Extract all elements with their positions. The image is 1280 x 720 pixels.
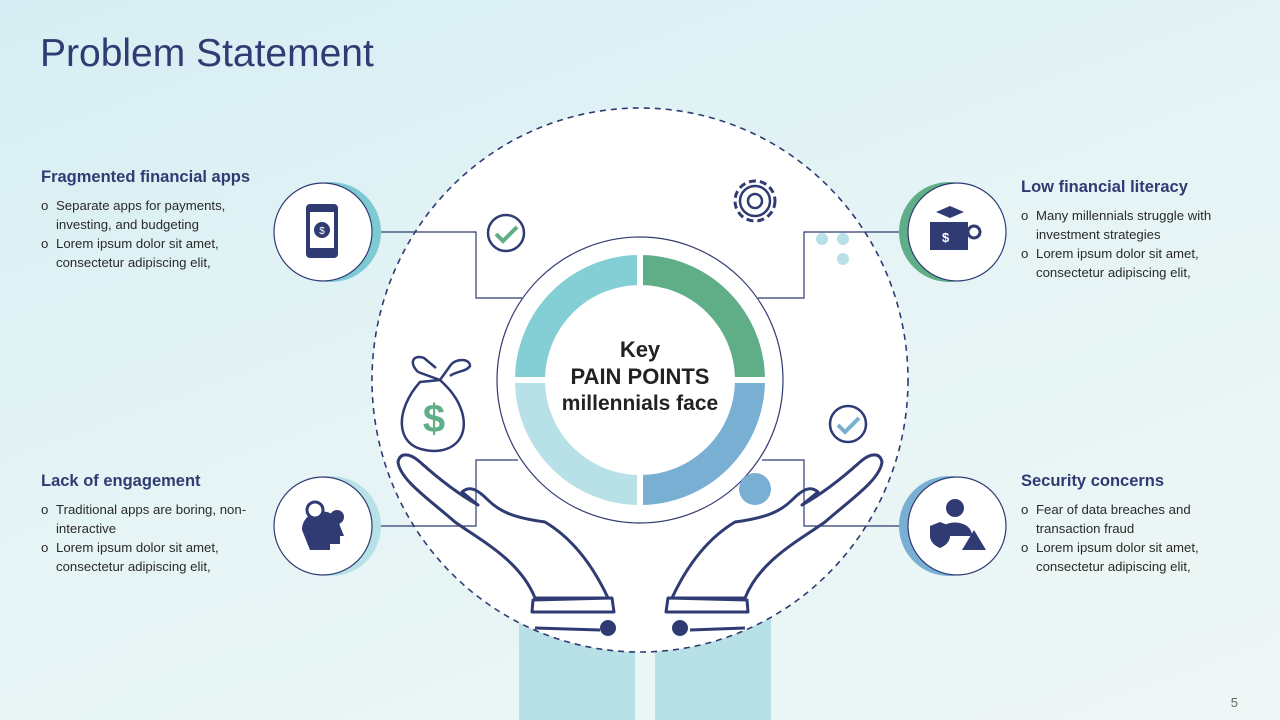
point-heading: Fragmented financial apps xyxy=(41,168,251,186)
bullet: Lorem ipsum dolor sit amet, consectetur … xyxy=(41,538,276,576)
center-label: Key PAIN POINTS millennials face xyxy=(540,336,740,417)
center-line-3: millennials face xyxy=(561,392,719,415)
icon-circle-fragmented: $ xyxy=(273,182,381,282)
cufflink xyxy=(672,620,688,636)
svg-text:$: $ xyxy=(942,230,950,245)
decorative-dot xyxy=(739,473,771,505)
point-heading: Low financial literacy xyxy=(1021,178,1188,196)
point-heading: Security concerns xyxy=(1021,472,1165,490)
hands-illustration xyxy=(396,453,884,632)
center-line-2: PAIN POINTS xyxy=(570,364,710,389)
connector-lines xyxy=(374,231,906,527)
bullet: Fear of data breaches and transaction fr… xyxy=(1021,500,1251,538)
cufflink xyxy=(600,620,616,636)
head-gear-icon xyxy=(302,500,344,550)
point-engagement: Lack of engagement Traditional apps are … xyxy=(41,472,276,576)
svg-text:$: $ xyxy=(319,226,325,237)
decorative-dots xyxy=(816,233,849,265)
icon-circle-security xyxy=(899,476,1007,576)
page-number: 5 xyxy=(1230,695,1238,710)
check-icon xyxy=(828,404,868,444)
donut-ring xyxy=(508,248,772,512)
bullet: Traditional apps are boring, non-interac… xyxy=(41,500,276,538)
point-fragmented-apps: Fragmented financial apps Separate apps … xyxy=(41,168,281,272)
point-financial-literacy: Low financial literacy Many millennials … xyxy=(1021,178,1251,282)
point-heading: Lack of engagement xyxy=(41,472,201,490)
donut-segment-bottom-left xyxy=(508,377,643,512)
bullet: Many millennials struggle with investmen… xyxy=(1021,206,1251,244)
bullet: Lorem ipsum dolor sit amet, consectetur … xyxy=(1021,244,1251,282)
gear-icon xyxy=(733,179,777,223)
center-line-1: Key xyxy=(619,337,661,362)
bullet: Lorem ipsum dolor sit amet, consectetur … xyxy=(41,234,281,272)
svg-text:$: $ xyxy=(423,397,445,441)
point-security: Security concerns Fear of data breaches … xyxy=(1021,472,1251,576)
bullet: Separate apps for payments, investing, a… xyxy=(41,196,281,234)
page-title: Problem Statement xyxy=(40,32,374,75)
book-graduation-icon: $ xyxy=(930,206,982,250)
user-shield-warning-icon xyxy=(930,499,986,550)
check-icon xyxy=(486,213,526,253)
smartphone-dollar-icon: $ xyxy=(306,204,338,258)
bullet: Lorem ipsum dolor sit amet, consectetur … xyxy=(1021,538,1251,576)
icon-circle-literacy: $ xyxy=(899,182,1007,282)
money-bag-icon: $ xyxy=(400,355,472,453)
icon-circle-engagement xyxy=(273,476,381,576)
